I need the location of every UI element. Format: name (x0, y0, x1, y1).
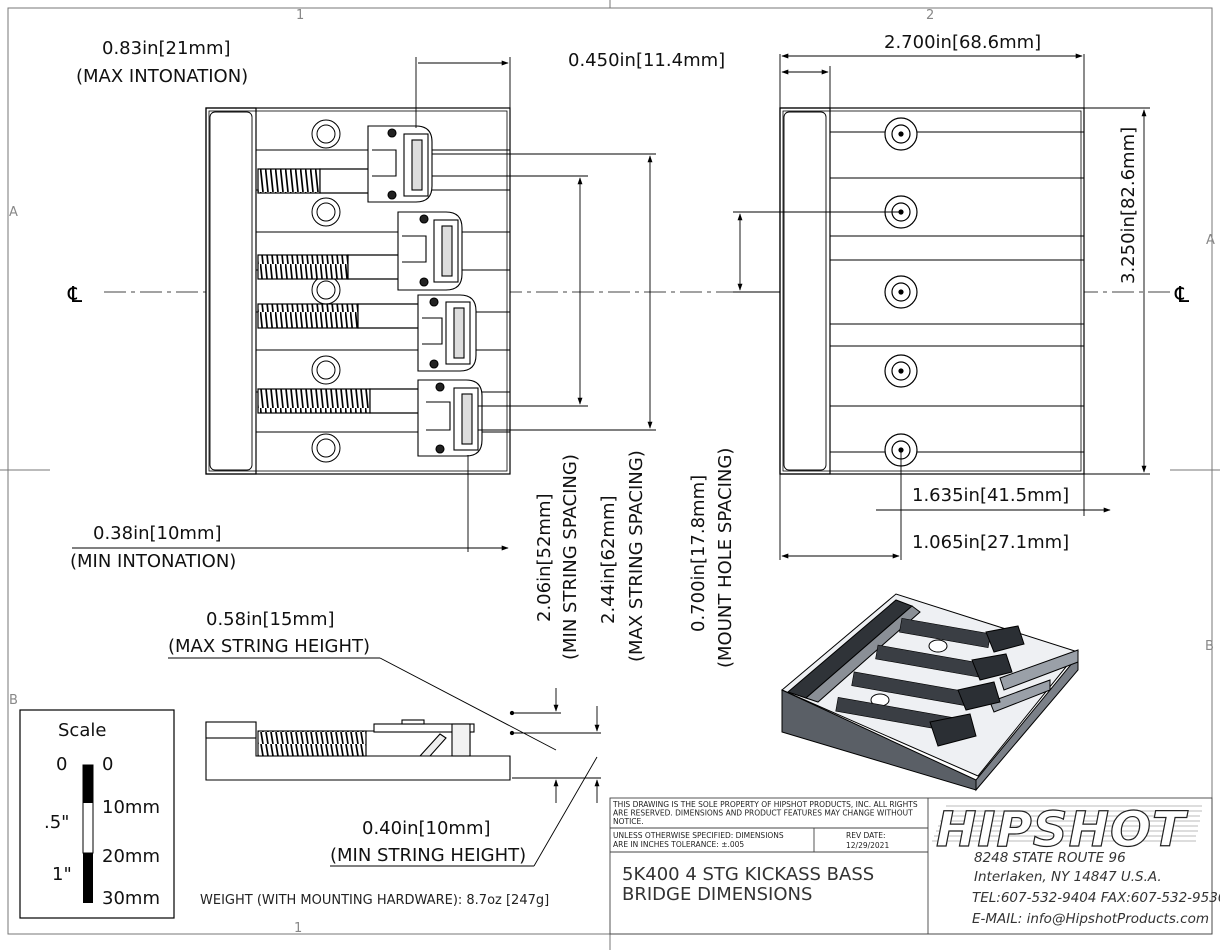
scale-box: Scale 0 .5" 1" 0 10mm 20mm 30mm (19, 709, 175, 919)
hipshot-logo: HIPSHOT (932, 801, 1202, 859)
scale-right-tick-30: 30mm (102, 888, 160, 909)
dim-hole-offset-b: 1.065in[27.1mm] (912, 532, 1069, 553)
zone-label-bottom-1: 1 (294, 921, 302, 936)
scale-bar-black-bottom (83, 853, 93, 903)
scale-right-tick-20: 20mm (102, 846, 160, 867)
weight-note: WEIGHT (WITH MOUNTING HARDWARE): 8.7oz [… (200, 893, 549, 908)
dimension-lines (72, 53, 1150, 867)
notice-line-3: NOTICE. (613, 817, 644, 826)
bottom-mount-holes (884, 117, 918, 467)
bridge-side-view (205, 710, 515, 781)
dim-min-string-spacing-value: 2.06in[52mm] (534, 493, 555, 622)
dim-mount-hole-spacing-value: 0.700in[17.8mm] (688, 475, 709, 632)
dim-mount-hole-spacing-note: (MOUNT HOLE SPACING) (715, 448, 736, 668)
address-line-2: Interlaken, NY 14847 U.S.A. (974, 869, 1162, 885)
bridge-isometric-view (781, 593, 1079, 792)
notice-line-1: THIS DRAWING IS THE SOLE PROPERTY OF HIP… (612, 800, 918, 809)
dim-min-intonation-value: 0.38in[10mm] (93, 523, 222, 544)
rev-date-value: 12/29/2021 (846, 841, 889, 850)
notice-line-2: ARE RESERVED. DIMENSIONS AND PRODUCT FEA… (613, 809, 913, 818)
drawing-title-line-1: 5K400 4 STG KICKASS BASS (622, 864, 874, 885)
dim-max-string-height-value: 0.58in[15mm] (206, 609, 335, 630)
zone-label-top-1: 1 (296, 8, 304, 23)
zone-label-right-b: B (1205, 639, 1214, 654)
scale-left-tick-1: 1" (52, 864, 72, 885)
dim-max-intonation-value: 0.83in[21mm] (102, 38, 231, 59)
zone-label-right-a: A (1206, 233, 1215, 248)
dim-edge-offset: 0.450in[11.4mm] (568, 50, 725, 71)
address-line-1: 8248 STATE ROUTE 96 (974, 850, 1126, 866)
bridge-top-view (205, 107, 511, 475)
scale-bar-black-top (83, 765, 93, 803)
zone-label-left-b: B (9, 693, 18, 708)
scale-right-tick-0: 0 (102, 754, 113, 775)
scale-right-tick-10: 10mm (102, 797, 160, 818)
scale-title: Scale (58, 720, 106, 741)
drawing-title-line-2: BRIDGE DIMENSIONS (622, 884, 812, 905)
dim-max-string-spacing-note: (MAX STRING SPACING) (626, 450, 647, 662)
dim-length: 3.250in[82.6mm] (1118, 127, 1139, 284)
spec-line-1: UNLESS OTHERWISE SPECIFIED: DIMENSIONS (613, 831, 784, 840)
dim-min-string-height-note: (MIN STRING HEIGHT) (330, 845, 526, 866)
zone-label-left-a: A (9, 205, 18, 220)
dim-min-string-height-value: 0.40in[10mm] (362, 818, 491, 839)
dim-max-string-height-note: (MAX STRING HEIGHT) (168, 636, 370, 657)
title-block (609, 797, 1213, 935)
spec-line-2: ARE IN INCHES TOLERANCE: ±.005 (613, 840, 744, 849)
dim-max-string-spacing-value: 2.44in[62mm] (598, 495, 619, 624)
dim-min-string-spacing-note: (MIN STRING SPACING) (560, 454, 581, 660)
dim-min-intonation-note: (MIN INTONATION) (70, 551, 236, 572)
centerline-symbol-right: ℄ (1174, 283, 1190, 308)
phone-fax: TEL:607-532-9404 FAX:607-532-9530 (972, 890, 1220, 906)
scale-left-tick-0: 0 (56, 754, 67, 775)
saddles (367, 125, 483, 457)
zone-label-top-2: 2 (926, 8, 934, 23)
bridge-bottom-view (779, 107, 1085, 475)
dim-max-intonation-note: (MAX INTONATION) (76, 66, 248, 87)
dim-width: 2.700in[68.6mm] (884, 32, 1041, 53)
mount-holes (311, 119, 341, 463)
dim-hole-offset-a: 1.635in[41.5mm] (912, 485, 1069, 506)
rev-date-label: REV DATE: (846, 831, 886, 840)
svg-text:HIPSHOT: HIPSHOT (936, 802, 1188, 858)
centerline-symbol-left: ℄ (67, 283, 83, 308)
email: E-MAIL: info@HipshotProducts.com (972, 911, 1209, 927)
scale-left-tick-half: .5" (44, 812, 69, 833)
